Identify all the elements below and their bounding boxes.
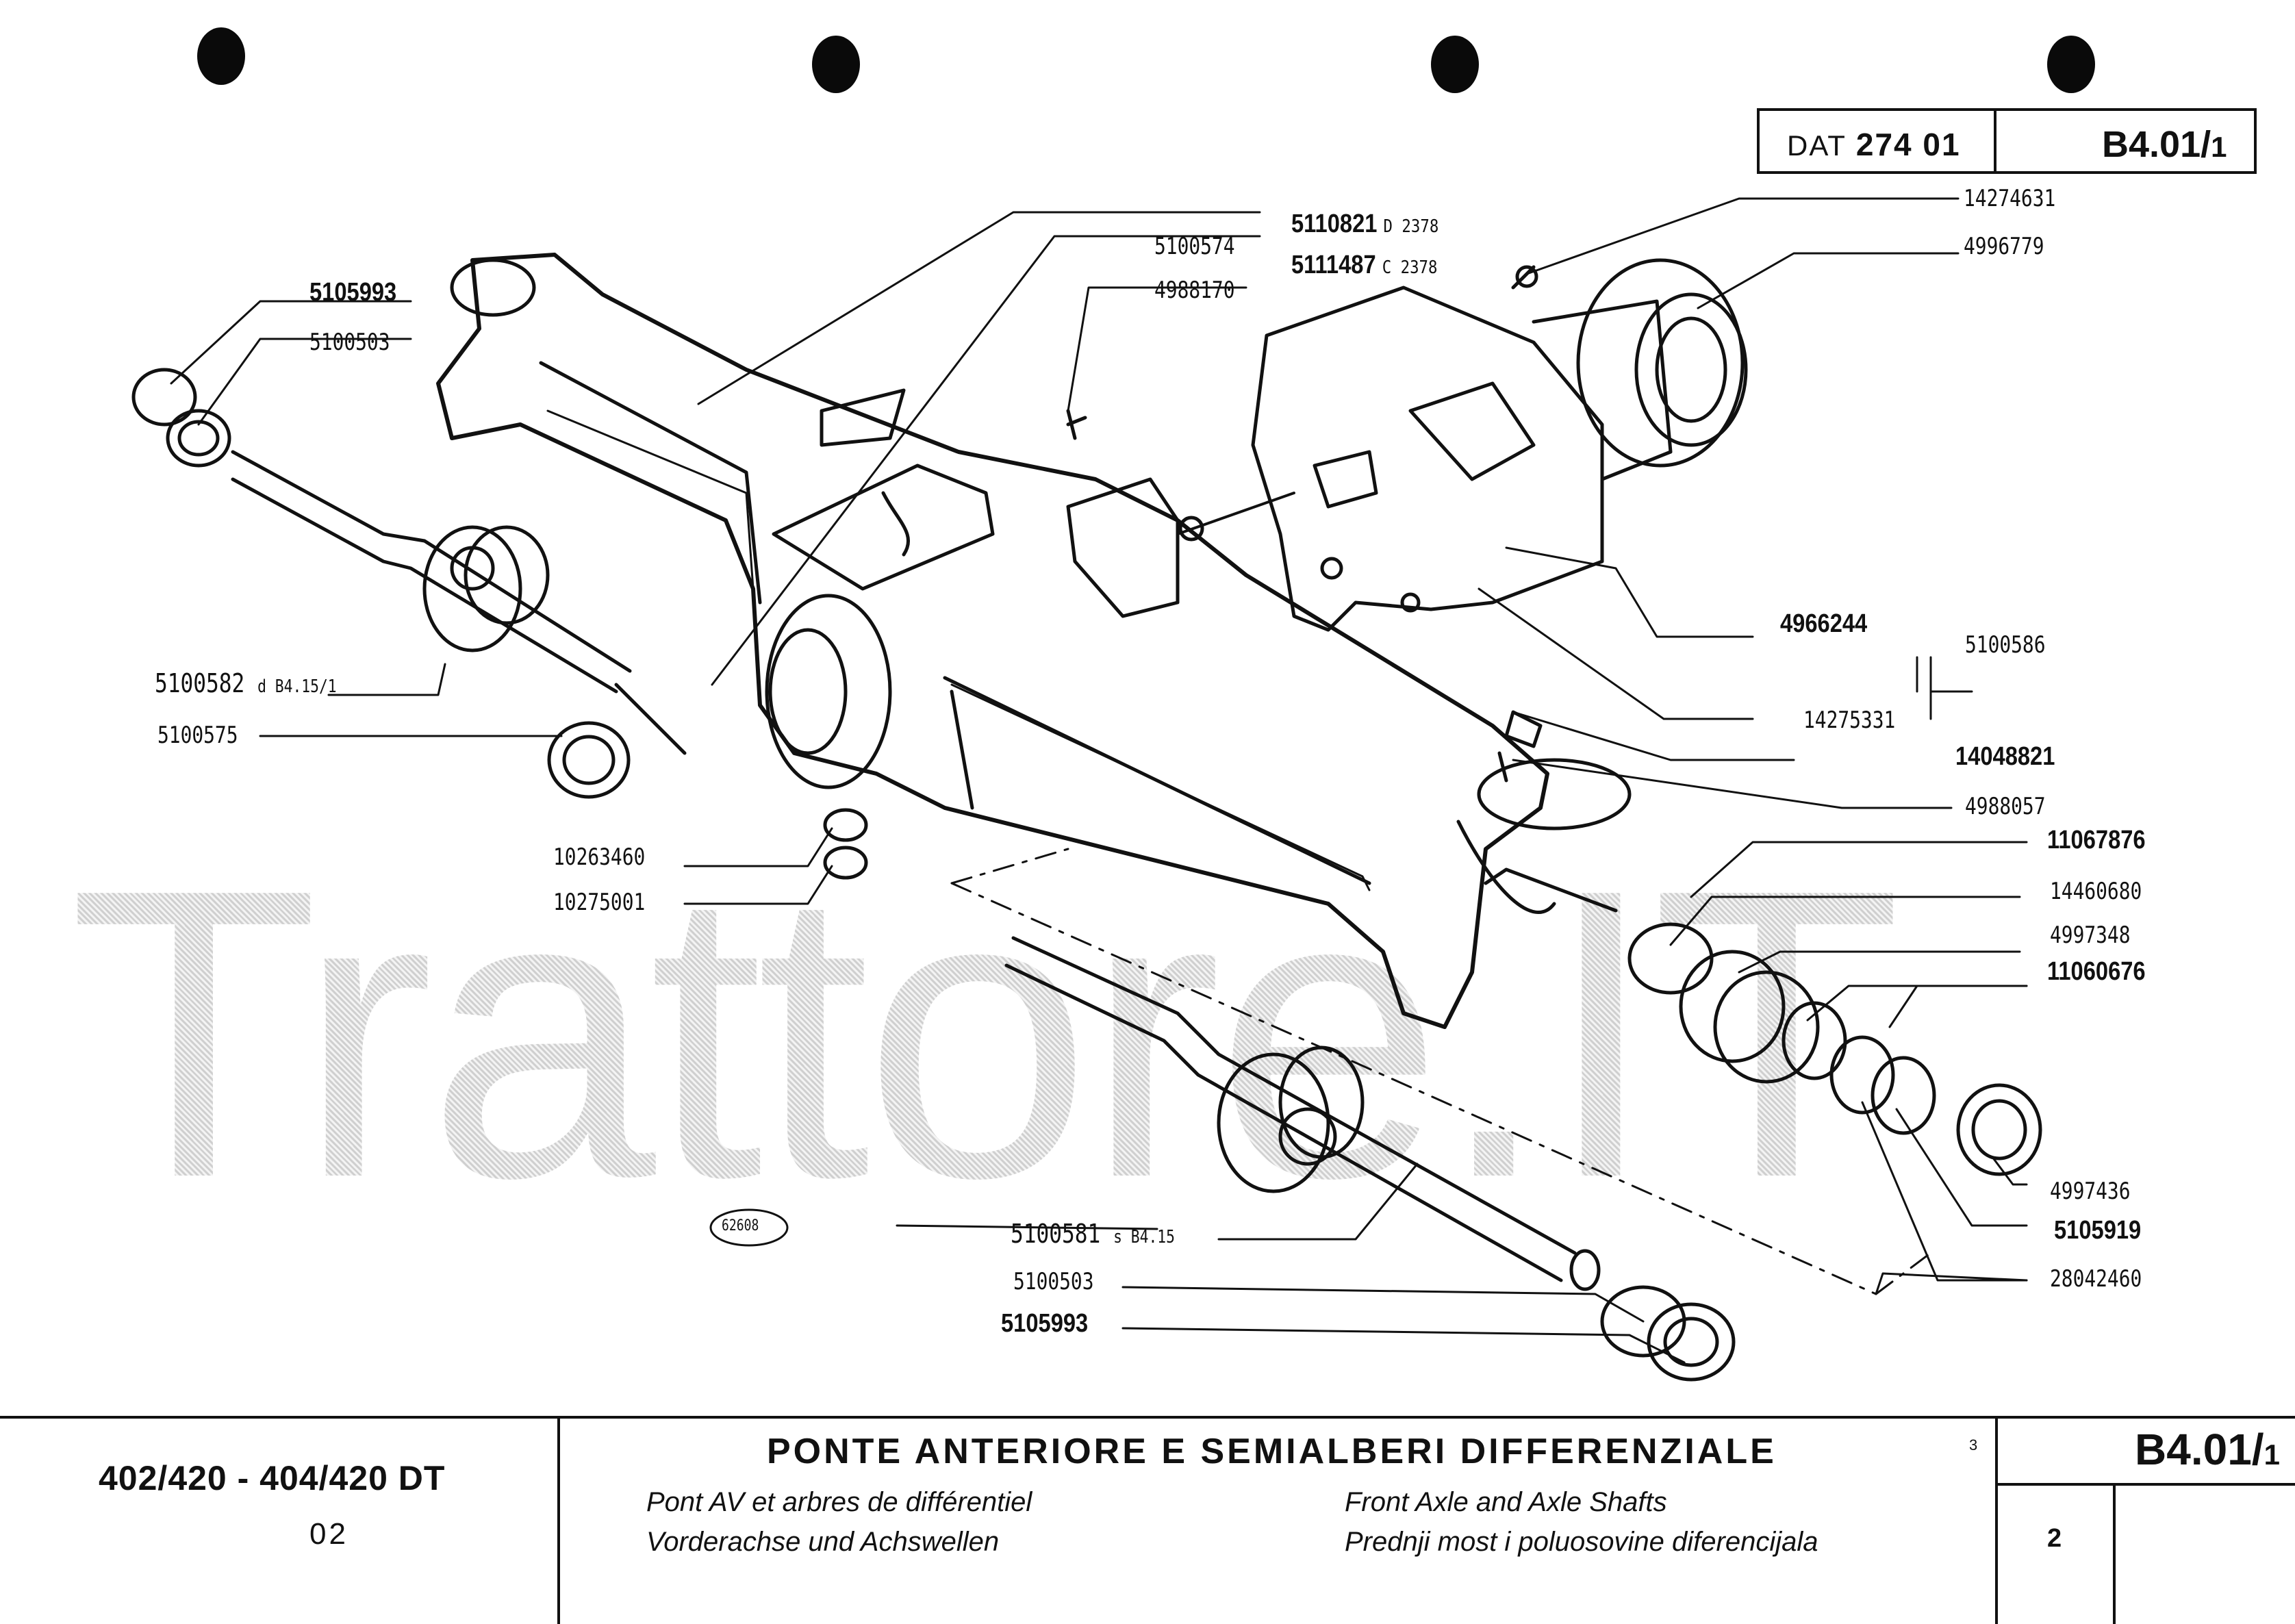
title-german: Vorderachse und Achswellen (646, 1527, 1000, 1557)
page-code: B4.01/1 (2102, 124, 2227, 165)
part-label: 10263460 (553, 843, 646, 871)
punch-hole-3 (1431, 36, 1479, 93)
leader-lines (170, 197, 2028, 1364)
punch-hole-1 (197, 27, 245, 85)
reference-divider (1994, 111, 1996, 171)
title-block-divider (557, 1416, 560, 1624)
differential-carrier (1176, 258, 1748, 632)
drawing-number: 62608 (722, 1217, 759, 1234)
tractor-models: 402/420 - 404/420 DT (99, 1459, 446, 1497)
page-title: PONTE ANTERIORE E SEMIALBERI DIFFERENZIA… (767, 1432, 1777, 1471)
part-label: 11060676 (2047, 957, 2146, 986)
drawing-number-oval (709, 1208, 789, 1247)
part-label: 4988170 (1154, 277, 1235, 304)
title-block-divider (2113, 1483, 2116, 1624)
part-label: 5105993 (309, 278, 397, 307)
part-label: 5100582 d B4.15/1 (155, 668, 337, 698)
punch-hole-4 (2047, 36, 2095, 93)
page-marker: 3 (1969, 1436, 1978, 1454)
part-label: 5100586 (1965, 631, 2046, 659)
model-variant: 02 (309, 1517, 348, 1551)
title-block-divider (1995, 1483, 2295, 1486)
small-parts (562, 265, 1618, 913)
part-label: 14274631 (1964, 185, 2056, 212)
punch-hole-2 (812, 36, 860, 93)
part-label: 4966244 (1780, 609, 1868, 638)
part-label: 5105919 (2054, 1216, 2142, 1245)
part-label: 5100574 (1154, 233, 1235, 260)
left-axle-shaft (131, 368, 687, 799)
part-label: 28042460 (2050, 1265, 2142, 1293)
part-label: 14275331 (1803, 707, 1896, 734)
title-french: Pont AV et arbres de différentiel (646, 1487, 1032, 1517)
part-label: 5105993 (1001, 1309, 1089, 1338)
part-label: 10275001 (553, 889, 646, 916)
part-label: 5100575 (157, 722, 238, 749)
part-label: 5110821 D 2378 (1291, 210, 1439, 238)
part-label: 5100581 s B4.15 (1011, 1219, 1175, 1249)
part-label: 4997436 (2050, 1178, 2131, 1205)
axle-housing (436, 253, 1632, 1029)
title-english: Front Axle and Axle Shafts (1345, 1487, 1667, 1517)
part-label: 4988057 (1965, 793, 2046, 820)
part-label: 5100503 (1013, 1268, 1094, 1295)
title-block-border (0, 1416, 2295, 1419)
title-serbian: Prednji most i poluosovine diferencijala (1345, 1527, 1818, 1557)
part-label: 4996779 (1964, 233, 2044, 260)
title-block-divider (1995, 1416, 1998, 1624)
part-label: 14048821 (1955, 742, 2055, 771)
dat-number: 274 01 (1855, 127, 1961, 162)
part-label: 4997348 (2050, 922, 2131, 949)
right-axle-shaft (1004, 936, 1736, 1382)
part-label: 11067876 (2047, 826, 2146, 854)
sheet-number: 2 (2047, 1524, 2062, 1553)
part-label: 5100503 (309, 329, 390, 356)
hub-bearings (1627, 922, 2042, 1176)
section-code: B4.01/1 (2135, 1425, 2280, 1474)
part-label: 5111487 C 2378 (1291, 251, 1438, 279)
part-label: 14460680 (2050, 878, 2142, 905)
